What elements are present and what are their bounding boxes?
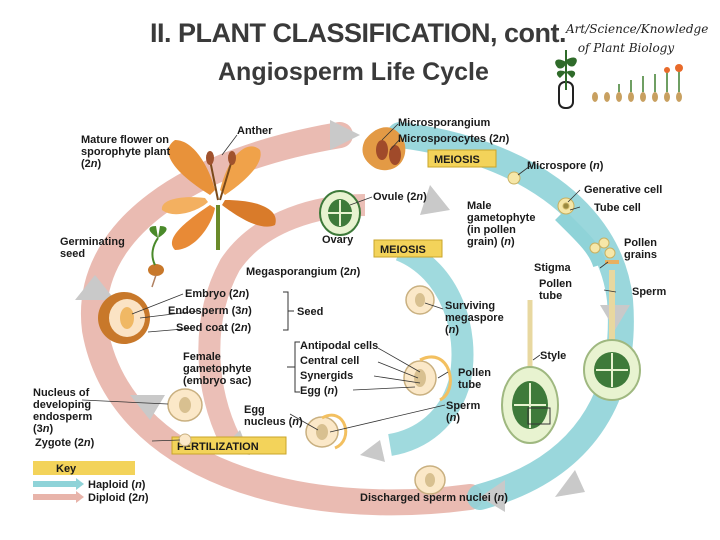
label-egg: Egg (n) — [300, 385, 338, 397]
mature-flower-illustration — [161, 140, 276, 250]
label-microspore: Microspore (n) — [527, 160, 604, 172]
label-ovary: Ovary — [322, 234, 354, 246]
germinating-seed-illustration — [148, 226, 167, 288]
label-germinating-2: seed — [60, 248, 85, 260]
diagram-labels: Mature flower on sporophyte plant (2n) A… — [33, 117, 666, 504]
label-surviving-2: megaspore — [445, 312, 504, 324]
slide-subtitle: Angiosperm Life Cycle — [218, 58, 489, 86]
label-pointer-lines — [81, 123, 617, 442]
label-female-gametophyte-2: gametophyte — [183, 363, 251, 375]
pistil-illustration — [501, 260, 641, 444]
label-stigma: Stigma — [534, 262, 572, 274]
label-egg-nucleus-1: Egg — [244, 404, 265, 416]
megaspore-ovule — [405, 285, 435, 315]
label-surviving-3: (n) — [445, 324, 459, 336]
label-mature-flower-3: (2n) — [81, 158, 102, 170]
label-sperm-right: Sperm — [632, 286, 666, 298]
label-pollen-grains-1: Pollen — [624, 237, 657, 249]
key-haploid-label: Haploid (n) — [88, 479, 146, 491]
label-egg-nucleus-2: nucleus (n) — [244, 416, 303, 428]
key-diploid-label: Diploid (2n) — [88, 492, 149, 504]
discharged-sperm-ovule — [414, 465, 446, 495]
label-central-cell: Central cell — [300, 355, 359, 367]
label-pollen-tube-1: Pollen — [539, 278, 572, 290]
brand-caption: Art/Science/Knowledge of Plant Biology — [566, 20, 709, 58]
slide-title: II. PLANT CLASSIFICATION, cont. — [150, 18, 567, 48]
label-seed: Seed — [297, 306, 323, 318]
label-nucleus-3: endosperm — [33, 411, 93, 423]
key-diploid-arrow — [33, 491, 84, 503]
test-tube-seedling-icon — [555, 50, 577, 109]
label-pollen-tube-mid-2: tube — [458, 379, 481, 391]
label-male-gametophyte-3: (in pollen — [467, 224, 516, 236]
inner-diploid-arrow — [198, 194, 366, 445]
label-female-gametophyte-1: Female — [183, 351, 221, 363]
label-style: Style — [540, 350, 566, 362]
label-megasporangium: Megasporangium (2n) — [246, 266, 361, 278]
label-sperm-low-2: (n) — [446, 412, 460, 424]
microspore-dots — [507, 171, 616, 259]
label-antipodal: Antipodal cells — [300, 340, 378, 352]
embryo-sac-bracket — [287, 341, 300, 393]
key-legend: Key Haploid (n) Diploid (2n) — [33, 461, 149, 504]
label-male-gametophyte-2: gametophyte — [467, 212, 535, 224]
label-sperm-low-1: Sperm — [446, 400, 480, 412]
pollen-descent-arrow — [555, 210, 607, 268]
svg-text:MEIOSIS: MEIOSIS — [434, 154, 480, 166]
label-pollen-tube-2: tube — [539, 290, 562, 302]
brand-line-1: Art/Science/Knowledge — [566, 22, 709, 36]
svg-text:MEIOSIS: MEIOSIS — [380, 244, 426, 256]
label-embryo: Embryo (2n) — [185, 288, 250, 300]
ovule-illustration — [319, 190, 361, 236]
sprouting-seeds-row-icon — [592, 64, 683, 102]
label-male-gametophyte-4: grain) (n) — [467, 236, 515, 248]
brand-line-2: of Plant Biology — [577, 41, 675, 55]
key-title: Key — [56, 463, 77, 475]
label-microsporocytes: Microsporocytes (2n) — [398, 133, 510, 145]
label-surviving-1: Surviving — [445, 300, 495, 312]
label-ovule: Ovule (2n) — [373, 191, 427, 203]
label-mature-flower-2: sporophyte plant — [81, 146, 171, 158]
seed-illustration — [98, 292, 150, 344]
zygote-ovule — [178, 433, 192, 447]
label-anther: Anther — [237, 125, 273, 137]
label-nucleus-4: (3n) — [33, 423, 54, 435]
label-nucleus-2: developing — [33, 399, 91, 411]
label-germinating-1: Germinating — [60, 236, 125, 248]
label-generative-cell: Generative cell — [584, 184, 662, 196]
label-pollen-tube-mid-1: Pollen — [458, 367, 491, 379]
haploid-cycle-arrow — [387, 122, 634, 510]
label-zygote: Zygote (2n) — [35, 437, 95, 449]
key-haploid-arrow — [33, 478, 84, 490]
label-seed-coat: Seed coat (2n) — [176, 322, 252, 334]
label-male-gametophyte-1: Male — [467, 200, 491, 212]
label-synergids: Synergids — [300, 370, 353, 382]
fertilization-badge: FERTILIZATION — [171, 436, 287, 455]
label-tube-cell: Tube cell — [594, 202, 641, 214]
inner-haploid-arrow — [387, 239, 474, 456]
meiosis-badge-top: MEIOSIS — [427, 149, 497, 168]
anther-cross-section — [362, 127, 406, 171]
label-mature-flower-1: Mature flower on — [81, 134, 169, 146]
label-nucleus-1: Nucleus of — [33, 387, 90, 399]
label-endosperm: Endosperm (3n) — [168, 305, 252, 317]
label-female-gametophyte-3: (embryo sac) — [183, 375, 252, 387]
label-discharged-sperm: Discharged sperm nuclei (n) — [360, 492, 508, 504]
svg-text:FERTILIZATION: FERTILIZATION — [177, 441, 259, 453]
seed-bracket — [283, 291, 294, 331]
label-pollen-grains-2: grains — [624, 249, 657, 261]
fertilized-ovule-bottom — [305, 413, 348, 450]
label-microsporangium: Microsporangium — [398, 117, 491, 129]
meiosis-badge-mid: MEIOSIS — [373, 239, 443, 258]
embryo-sac-ovule — [403, 355, 452, 402]
endosperm-nucleus-ovule — [167, 388, 203, 422]
